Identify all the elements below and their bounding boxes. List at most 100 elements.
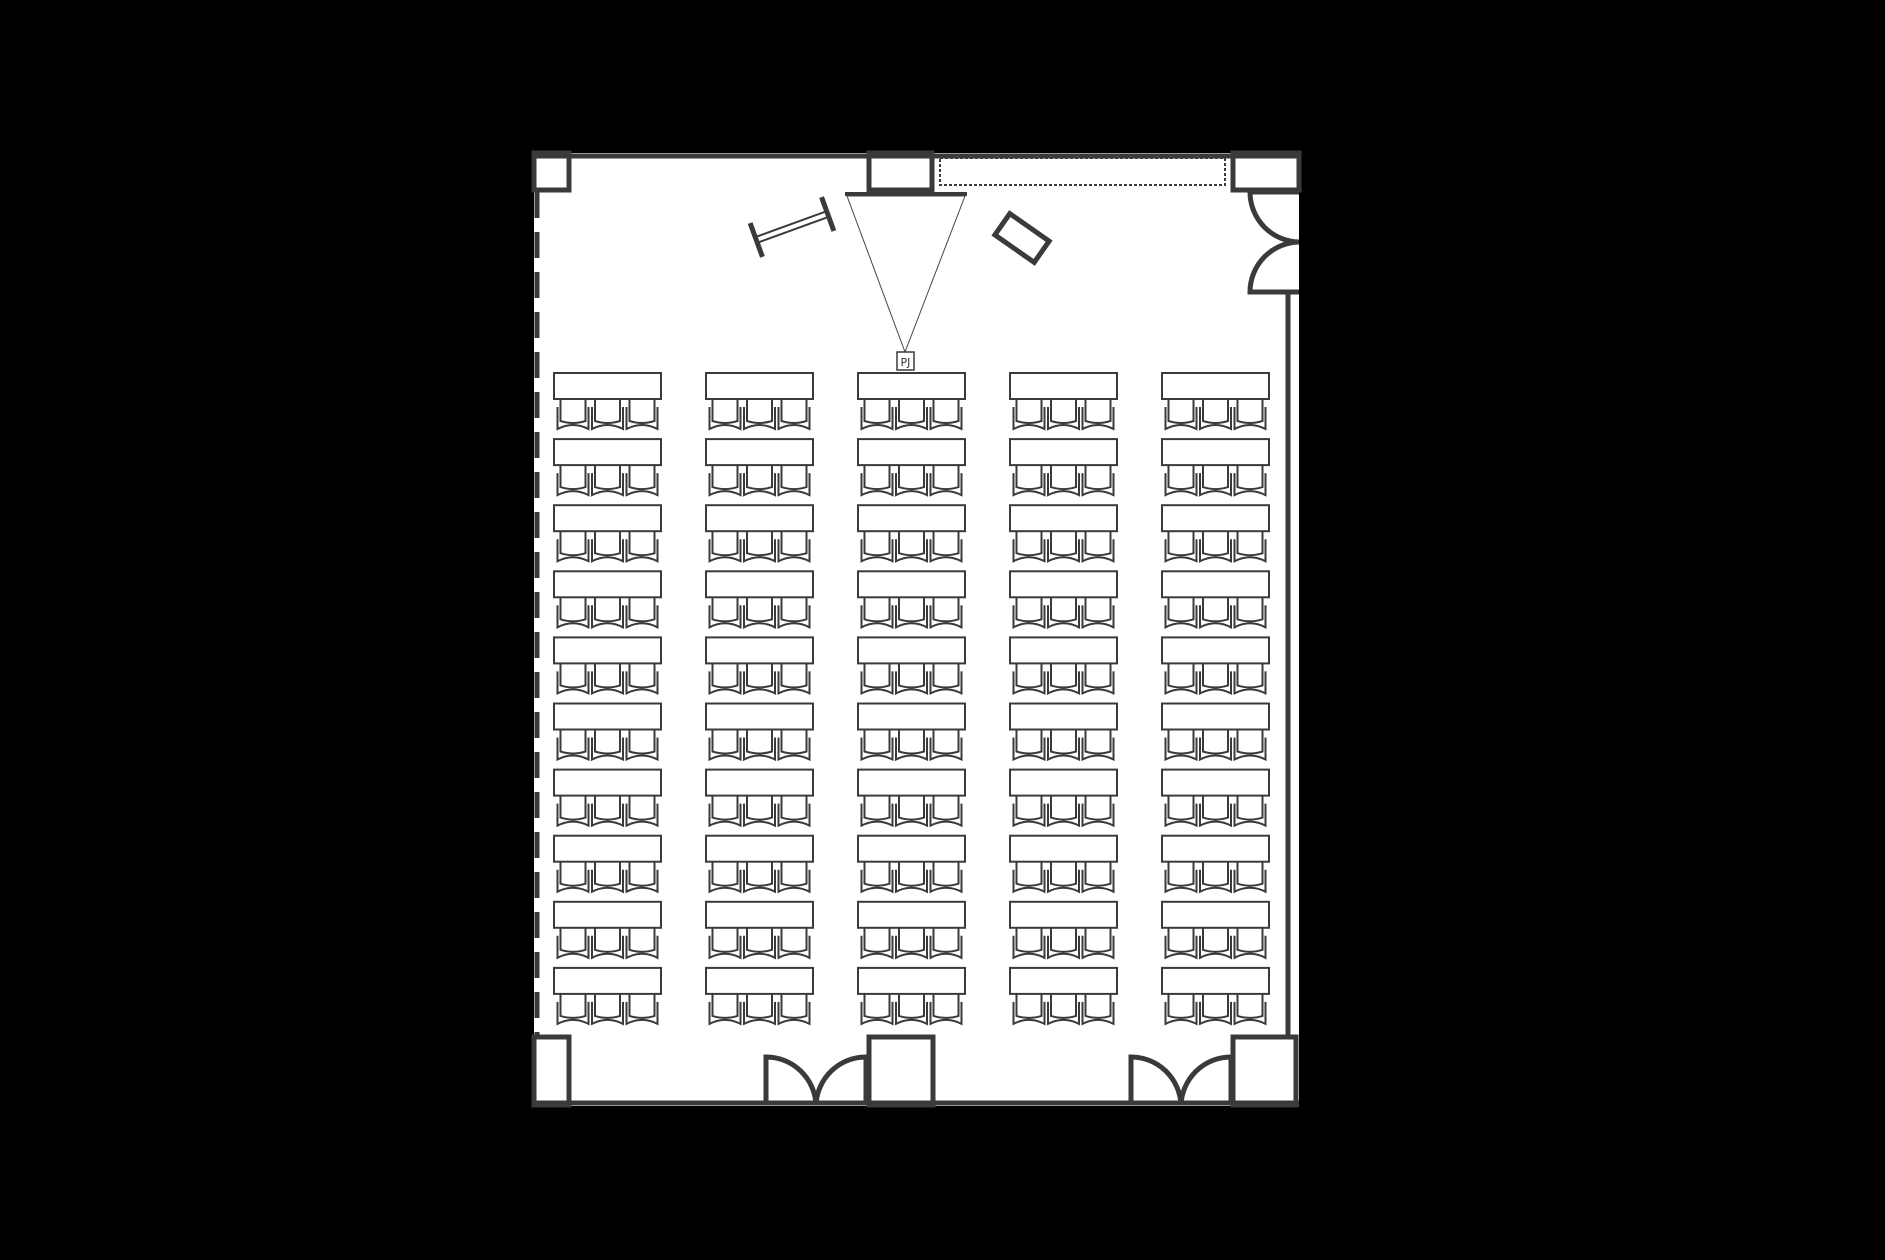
table-with-chairs [553,570,662,629]
chair [556,531,590,563]
chair [556,927,590,960]
chair [777,531,811,563]
table [705,372,814,400]
table [857,702,966,731]
chair [556,729,590,762]
chair [591,597,624,629]
chair [860,993,894,1026]
table-with-chairs [857,372,966,431]
right-door[interactable] [1247,189,1300,295]
column-top-left [531,150,572,193]
table [705,966,814,995]
table [857,504,966,533]
chair [556,993,590,1026]
projection-cone [846,195,966,354]
side-table [991,210,1053,266]
table [857,372,966,400]
table-with-chairs [1161,966,1270,1026]
chair [1199,993,1232,1026]
chair [777,399,811,431]
table-with-chairs [705,768,814,828]
column-bottom-left [531,1034,572,1108]
table-with-chairs [1161,504,1270,563]
table-with-chairs [1009,636,1118,696]
chair [777,993,811,1026]
table-with-chairs [857,636,966,696]
table-with-chairs [705,966,814,1026]
chair [625,729,659,762]
projector-label: PJ [901,356,911,369]
table [1009,768,1118,797]
top-window [939,157,1226,186]
table-with-chairs [553,438,662,497]
chair [625,399,659,431]
table-with-chairs [1009,834,1118,894]
table [705,768,814,797]
chair [860,399,894,431]
table-with-chairs [1161,438,1270,497]
table [553,768,662,797]
chair [860,597,894,629]
chair [591,861,624,894]
table-with-chairs [1161,570,1270,629]
chair [1012,993,1046,1026]
table-with-chairs [1009,702,1118,762]
chair [708,993,742,1026]
column-bottom-center [866,1034,936,1108]
chair [929,795,963,828]
chair [1012,795,1046,828]
chair [1047,597,1080,629]
bottom-door-right[interactable] [1128,1054,1234,1106]
chair [929,399,963,431]
chair [860,663,894,696]
table-with-chairs [1009,372,1118,431]
table-with-chairs [705,702,814,762]
chair [556,597,590,629]
table-with-chairs [1009,570,1118,629]
table-with-chairs [553,834,662,894]
chair [929,465,963,497]
table [1009,636,1118,665]
table [705,570,814,599]
chair [1199,465,1232,497]
table [553,834,662,863]
chair [708,663,742,696]
chair [1199,399,1232,431]
table [857,768,966,797]
table [705,636,814,665]
chair [591,729,624,762]
table [1009,570,1118,599]
table-with-chairs [1009,504,1118,563]
chair [743,465,776,497]
chair [591,993,624,1026]
table-with-chairs [857,570,966,629]
chair [1164,861,1198,894]
table-with-chairs [705,900,814,960]
chair [556,663,590,696]
table-with-chairs [1161,636,1270,696]
chair [708,861,742,894]
table-with-chairs [1161,372,1270,431]
table [857,900,966,929]
chair [1199,597,1232,629]
chair [1164,663,1198,696]
table [1161,372,1270,400]
bottom-door-left[interactable] [763,1054,869,1106]
chair [860,465,894,497]
table-with-chairs [553,702,662,762]
table-with-chairs [857,900,966,960]
chair [895,465,928,497]
table [1009,702,1118,731]
room-floor [534,153,1299,1106]
chair [777,729,811,762]
table [1161,504,1270,533]
chair [743,927,776,960]
chair [1047,729,1080,762]
table-with-chairs [553,636,662,696]
table-with-chairs [553,768,662,828]
chair [743,993,776,1026]
chair [1012,399,1046,431]
chair [895,927,928,960]
table [1009,438,1118,467]
chair [1081,729,1115,762]
